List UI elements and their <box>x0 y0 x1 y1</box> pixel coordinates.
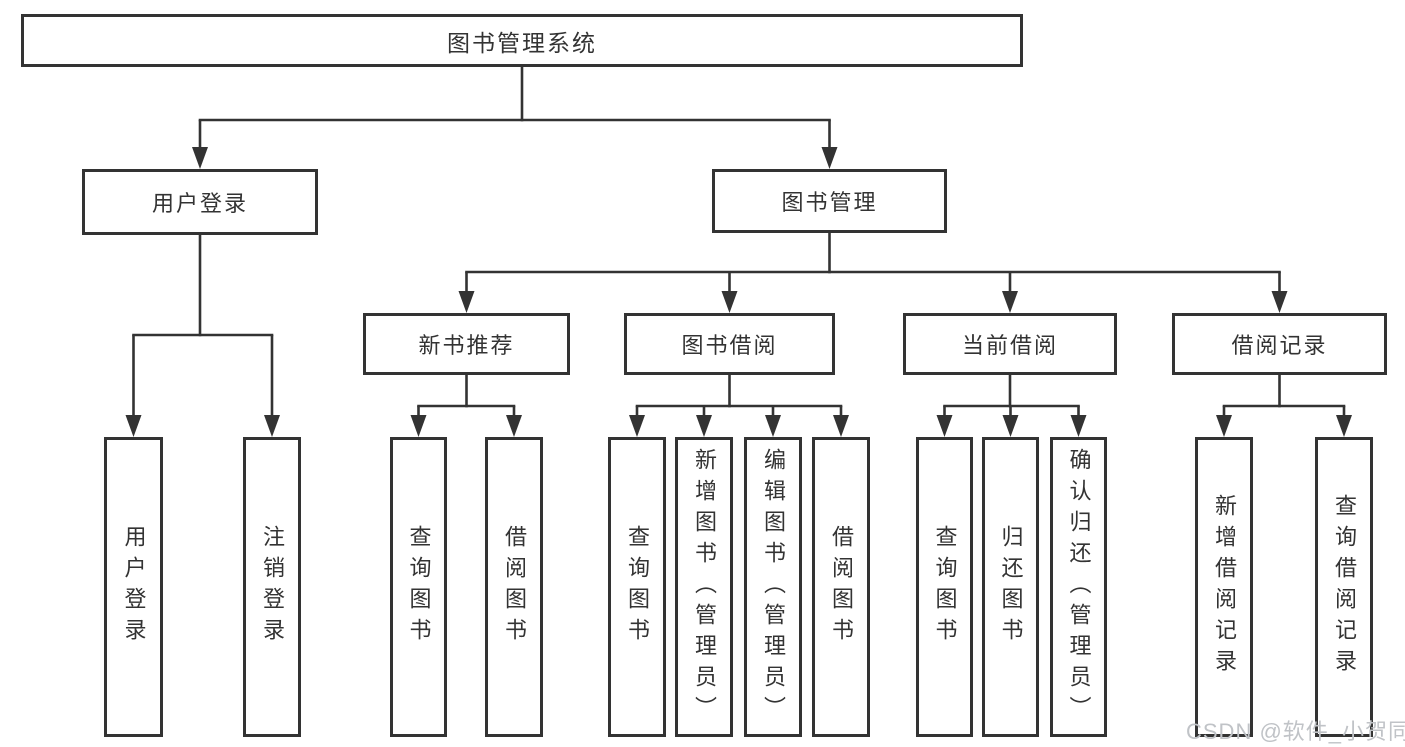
leaf-query-books-recommend: 查询图书 <box>390 437 447 737</box>
leaf-add-borrow-record: 新增借阅记录 <box>1195 437 1253 737</box>
connector-root-to-level2 <box>192 67 838 169</box>
leaf-query-books-borrowing: 查询图书 <box>608 437 666 737</box>
leaf-add-books-admin: 新增图书（管理员） <box>675 437 733 737</box>
node-borrowing-records: 借阅记录 <box>1172 313 1387 375</box>
connector-new-book-recommend-to-leaves <box>410 375 522 437</box>
leaf-query-borrow-record: 查询借阅记录 <box>1315 437 1373 737</box>
leaf-query-books-current: 查询图书 <box>916 437 973 737</box>
node-new-book-recommend: 新书推荐 <box>363 313 570 375</box>
connector-book-management-to-level3 <box>458 233 1288 313</box>
leaf-borrow-books: 借阅图书 <box>812 437 870 737</box>
leaf-borrow-books-recommend: 借阅图书 <box>485 437 543 737</box>
node-library-management-system: 图书管理系统 <box>21 14 1023 67</box>
node-current-borrowing: 当前借阅 <box>903 313 1117 375</box>
node-book-borrowing: 图书借阅 <box>624 313 835 375</box>
connector-user-login-to-leaves <box>125 235 280 437</box>
node-book-management: 图书管理 <box>712 169 947 233</box>
connector-book-borrowing-to-leaves <box>629 375 849 437</box>
leaf-return-books: 归还图书 <box>982 437 1039 737</box>
leaf-confirm-return-admin: 确认归还（管理员） <box>1050 437 1107 737</box>
connector-current-borrowing-to-leaves <box>936 375 1087 437</box>
connector-borrowing-records-to-leaves <box>1216 375 1352 437</box>
csdn-watermark: CSDN @软件_小贺同学 <box>1186 719 1405 744</box>
leaf-user-login: 用户登录 <box>104 437 163 737</box>
leaf-edit-books-admin: 编辑图书（管理员） <box>744 437 802 737</box>
node-user-login: 用户登录 <box>82 169 318 235</box>
leaf-logout: 注销登录 <box>243 437 301 737</box>
